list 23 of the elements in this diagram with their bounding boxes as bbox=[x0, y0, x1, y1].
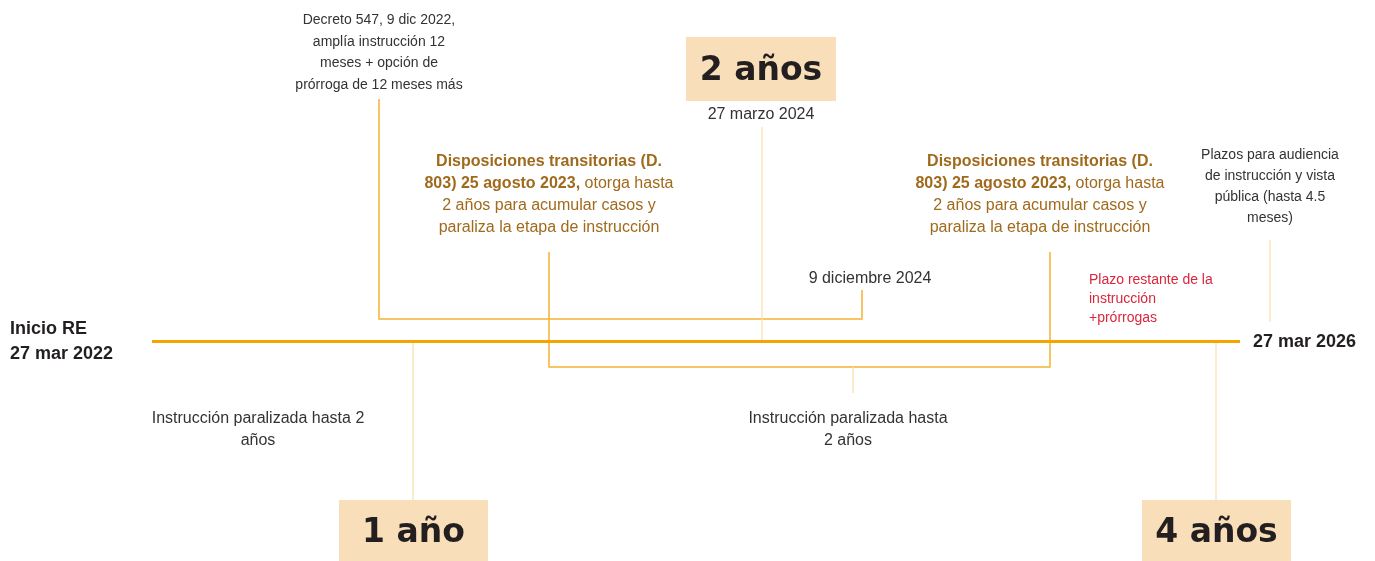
annotation-text: Instrucción paralizada hasta 2 años bbox=[743, 407, 953, 451]
timeline-axis bbox=[152, 340, 1240, 343]
start-date-label: Inicio RE bbox=[10, 317, 88, 340]
duration-box: 4 años bbox=[1142, 500, 1291, 561]
annotation-text: Decreto 547, 9 dic 2022, amplía instrucción 12 meses + opción de prórroga de 12 meses más bbox=[294, 9, 464, 95]
connector-line bbox=[548, 251, 1051, 368]
annotation-text: Plazo restante de la instrucción +prórrogas bbox=[1089, 270, 1214, 327]
leader-line bbox=[852, 366, 854, 394]
decree-note: Disposiciones transitorias (D. 803) 25 agosto 2023, otorga hasta 2 años para acumular casos y paraliza la etapa de instrucción bbox=[915, 150, 1165, 238]
date-label: 27 marzo 2024 bbox=[706, 104, 816, 124]
annotation-text: Plazos para audiencia de instrucción y vista pública (hasta 4.5 meses) bbox=[1200, 144, 1340, 228]
decree-note: Disposiciones transitorias (D. 803) 25 agosto 2023, otorga hasta 2 años para acumular casos y paraliza la etapa de instrucción bbox=[424, 150, 674, 238]
duration-box: 2 años bbox=[686, 37, 836, 101]
leader-line bbox=[1269, 239, 1271, 323]
connector-line bbox=[378, 98, 863, 320]
annotation-text: 9 diciembre 2024 bbox=[790, 268, 950, 288]
annotation-text: Instrucción paralizada hasta 2 años bbox=[150, 408, 366, 450]
duration-box: 1 año bbox=[339, 500, 488, 561]
connector-line bbox=[412, 342, 414, 501]
connector-line bbox=[761, 126, 763, 341]
end-date-label: 27 mar 2026 bbox=[1253, 330, 1358, 353]
connector-line bbox=[1215, 342, 1217, 501]
start-date-label: 27 mar 2022 bbox=[10, 342, 115, 365]
